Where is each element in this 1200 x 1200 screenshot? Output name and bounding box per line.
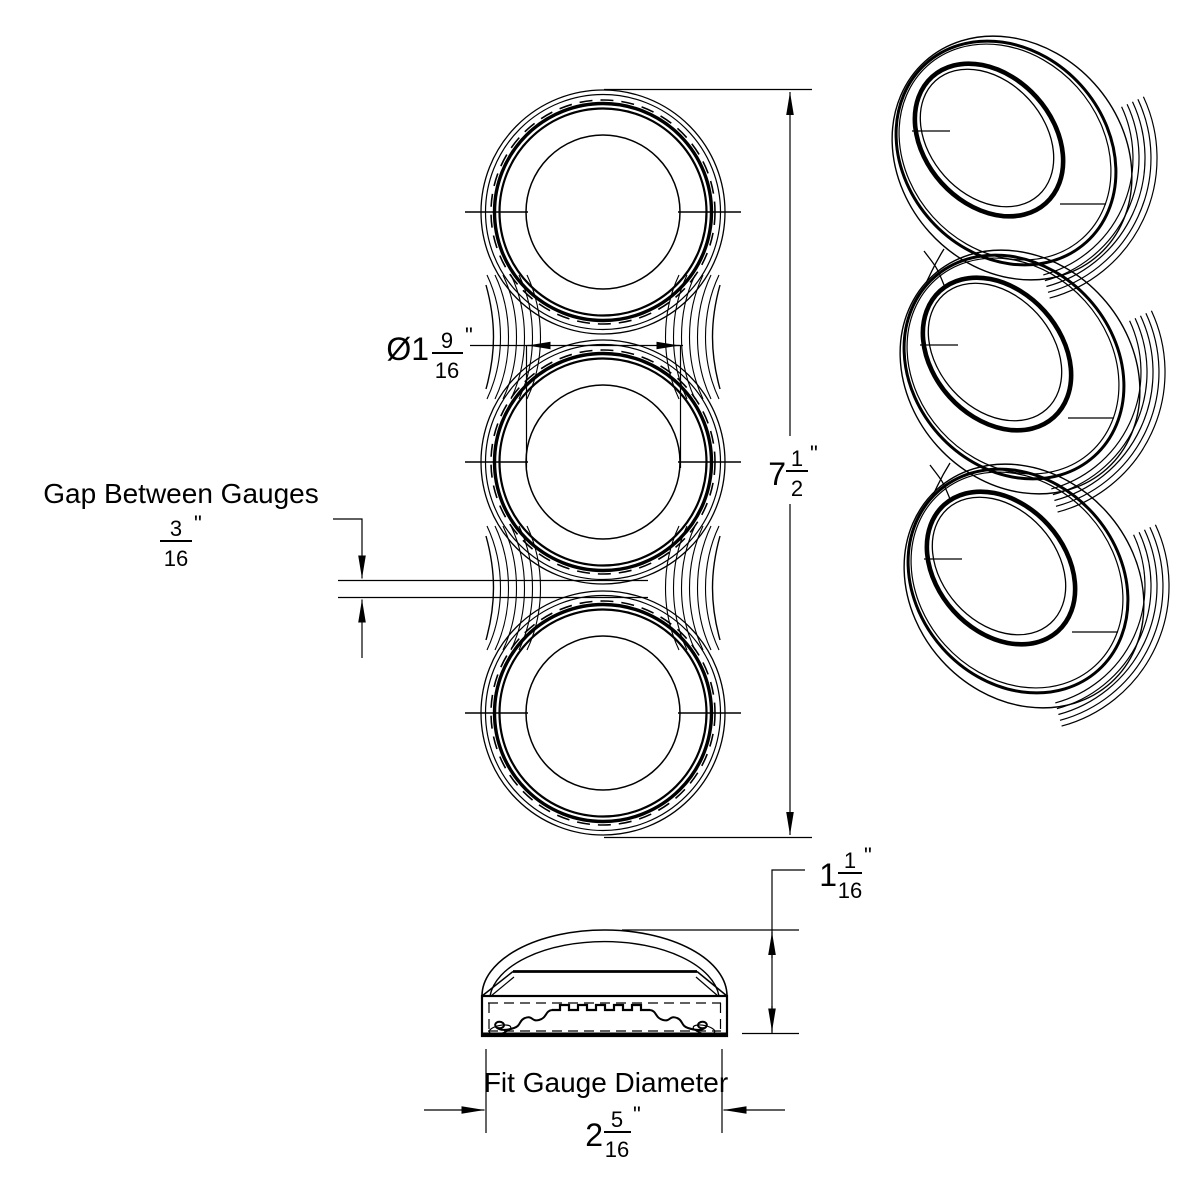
hidden-lines [488, 1002, 722, 1032]
dim-opening-diameter: Ø1 9 16 " [386, 323, 683, 468]
dim-overall-height: 7 1 2 " [604, 88, 824, 839]
gap-unit: " [194, 511, 202, 536]
pod-depth-unit: " [864, 843, 872, 868]
pod-dome-outer [481, 929, 728, 997]
front-gauge-bottom [465, 590, 741, 836]
pod-depth-whole: 1 [819, 857, 837, 893]
iso-gauge-top [843, 0, 1182, 329]
pod-depth-denominator: 16 [838, 878, 862, 903]
dimensions: 7 1 2 " Ø1 9 16 " Gap Between Gauges 3 1… [43, 88, 872, 1162]
opening-dia-numerator: 9 [441, 328, 453, 353]
gap-numerator: 3 [170, 516, 182, 541]
fit-diameter-whole: 2 [585, 1117, 603, 1153]
spring-clip [488, 1003, 716, 1035]
side-view [480, 929, 729, 1038]
overall-height-denominator: 2 [791, 476, 803, 501]
gap-denominator: 16 [164, 546, 188, 571]
isometric-view [843, 0, 1194, 757]
front-gauge-middle [465, 339, 741, 585]
pod-depth-numerator: 1 [844, 848, 856, 873]
opening-dia-denominator: 16 [435, 358, 459, 383]
overall-height-unit: " [810, 441, 818, 466]
fit-diameter-numerator: 5 [611, 1107, 623, 1132]
iso-gauge-middle [851, 201, 1190, 543]
opening-dia-whole: Ø1 [386, 331, 429, 367]
overall-height-whole: 7 [768, 456, 786, 492]
front-view [465, 89, 741, 836]
dim-pod-depth: 1 1 16 " [622, 843, 872, 1035]
front-gauge-top [465, 89, 741, 335]
fit-diameter-unit: " [633, 1102, 641, 1127]
gap-label: Gap Between Gauges [43, 478, 319, 509]
pod-dome-inner [489, 940, 720, 997]
dim-gauge-gap: Gap Between Gauges 3 16 " [43, 478, 648, 658]
opening-dia-unit: " [465, 323, 473, 348]
iso-gauge-bottom [855, 415, 1194, 757]
overall-height-numerator: 1 [791, 446, 803, 471]
dim-fit-diameter: Fit Gauge Diameter 2 5 16 " [424, 1049, 785, 1162]
waist-contour-lines [485, 274, 721, 651]
fit-diameter-denominator: 16 [605, 1137, 629, 1162]
fit-diameter-label: Fit Gauge Diameter [484, 1067, 728, 1098]
iso-waist-webs [923, 248, 951, 500]
pod-base [480, 994, 729, 1038]
